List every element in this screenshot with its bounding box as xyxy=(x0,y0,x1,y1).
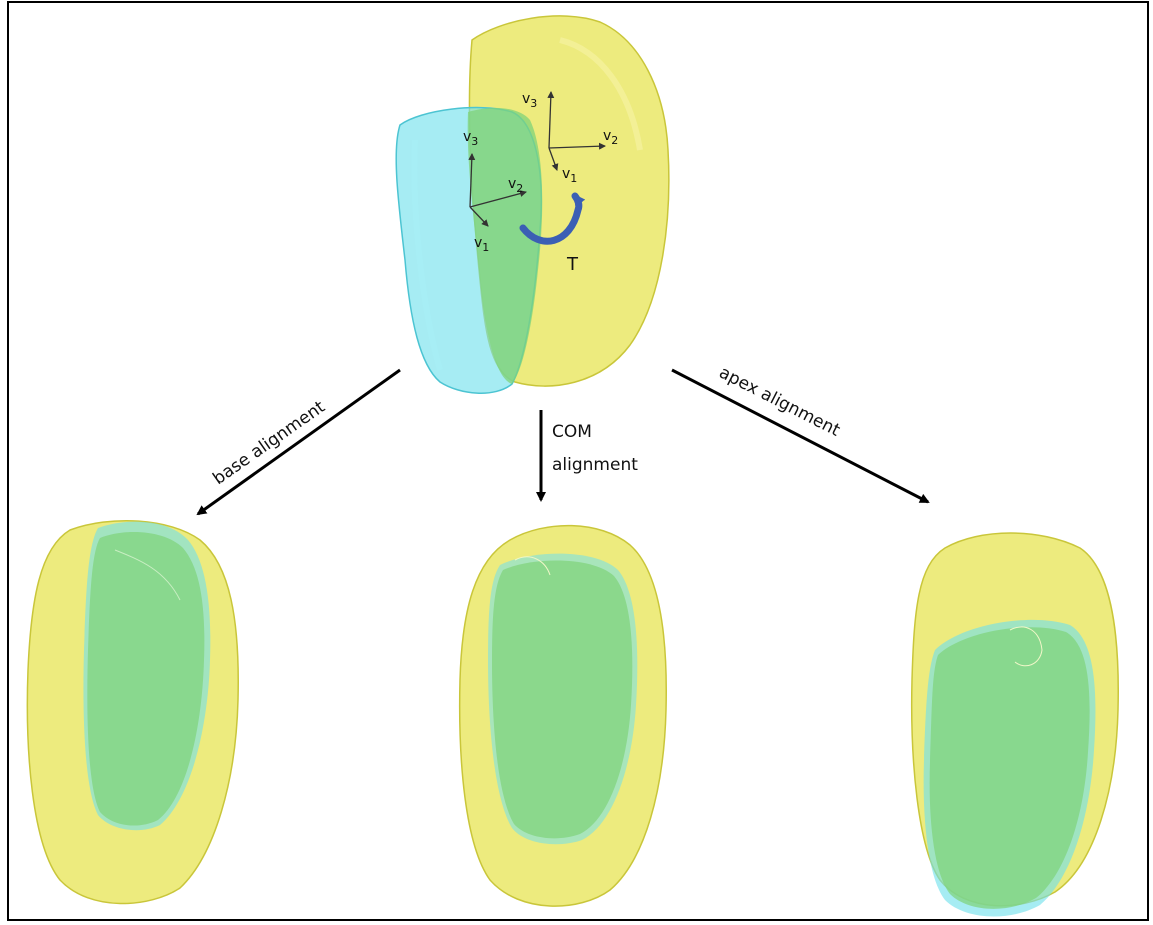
transform-label: T xyxy=(566,254,579,275)
top-misaligned-surfaces xyxy=(396,16,669,393)
result-com-alignment xyxy=(460,526,667,907)
result-apex-alignment xyxy=(912,533,1119,916)
base-alignment-arrow xyxy=(198,370,400,514)
com-alignment-label-line1: COM xyxy=(552,422,592,442)
com-alignment-label-line2: alignment xyxy=(552,455,638,475)
apex-alignment-arrow xyxy=(672,370,928,502)
result-base-alignment xyxy=(27,521,238,904)
base-alignment-label: base alignment xyxy=(209,397,329,489)
